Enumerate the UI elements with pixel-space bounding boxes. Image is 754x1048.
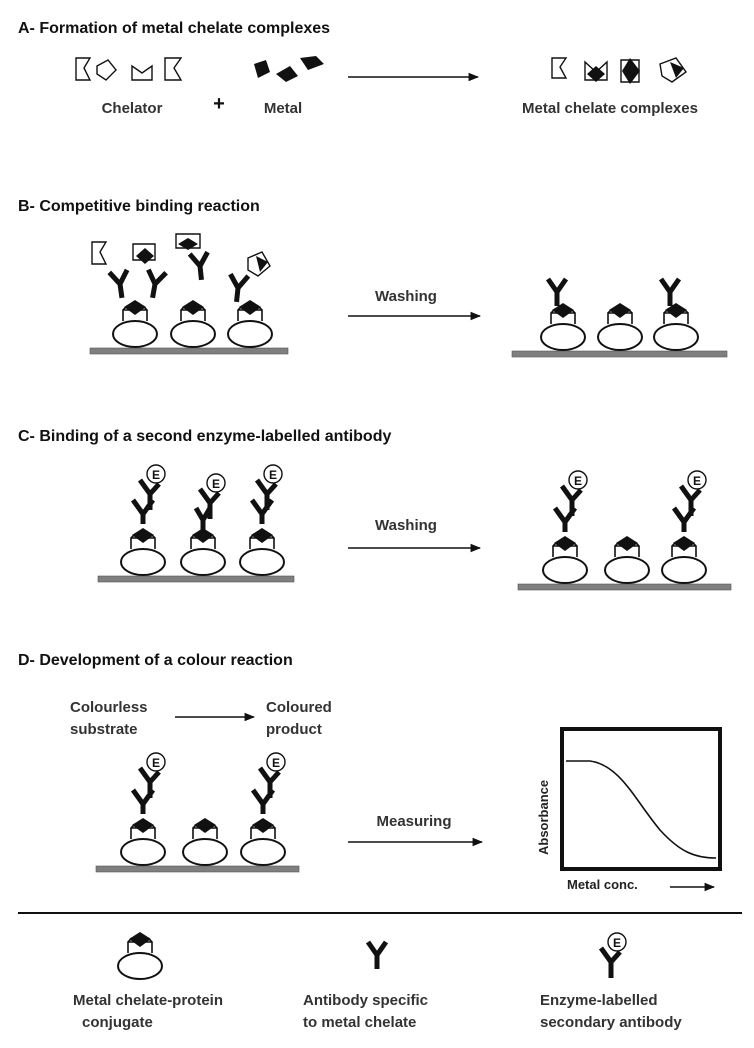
plus-sign: + (213, 93, 225, 115)
measuring-label: Measuring (376, 813, 451, 830)
plate-surface (511, 350, 728, 358)
legend-antibody-line2: to metal chelate (303, 1014, 416, 1031)
chelator-shapes (75, 57, 183, 81)
legend-conjugate-icon (117, 931, 163, 980)
antibody-stacks (130, 498, 275, 530)
plot-frame (560, 727, 722, 871)
product-label-line2: product (266, 721, 322, 738)
legend-secondary-line1: Enzyme-labelled (540, 992, 658, 1009)
section-d: D- Development of a colour reaction Colo… (18, 652, 722, 892)
section-a: A- Formation of metal chelate complexes … (18, 20, 698, 117)
free-antibodies (109, 252, 248, 303)
section-b-title: B- Competitive binding reaction (18, 198, 260, 215)
legend: Metal chelate-protein conjugate Antibody… (73, 932, 682, 1031)
legend-conjugate-line2: conjugate (82, 1014, 153, 1031)
absorbance-curve (566, 760, 717, 859)
legend-conjugate-line1: Metal chelate-protein (73, 992, 223, 1009)
plate-surface (89, 347, 289, 355)
plot-ylabel: Absorbance (536, 780, 551, 855)
legend-antibody-icon (368, 942, 386, 969)
complex-label: Metal chelate complexes (522, 100, 698, 117)
section-c: C- Binding of a second enzyme-labelled a… (18, 428, 732, 591)
washing-label-b: Washing (375, 288, 437, 305)
absorbance-plot: Absorbance Metal conc. (536, 727, 722, 892)
legend-secondary-icon (601, 933, 626, 978)
legend-antibody-line1: Antibody specific (303, 992, 428, 1009)
product-label-line1: Coloured (266, 699, 332, 716)
substrate-label-line1: Colourless (70, 699, 148, 716)
metal-shapes (254, 56, 324, 82)
plot-xlabel: Metal conc. (567, 877, 638, 892)
section-b: B- Competitive binding reaction Washing (18, 198, 728, 358)
plate-surface (97, 575, 295, 583)
section-d-title: D- Development of a colour reaction (18, 652, 293, 669)
plate-surface (95, 865, 300, 873)
legend-secondary-line2: secondary antibody (540, 1014, 682, 1031)
complex-shapes (551, 57, 687, 84)
section-c-title: C- Binding of a second enzyme-labelled a… (18, 428, 391, 445)
washing-label-c: Washing (375, 517, 437, 534)
free-complexes (91, 233, 271, 277)
metal-label: Metal (264, 100, 302, 117)
substrate-label-line2: substrate (70, 721, 138, 738)
chelator-label: Chelator (102, 100, 163, 117)
plate-surface (517, 583, 732, 591)
section-a-title: A- Formation of metal chelate complexes (18, 20, 330, 37)
